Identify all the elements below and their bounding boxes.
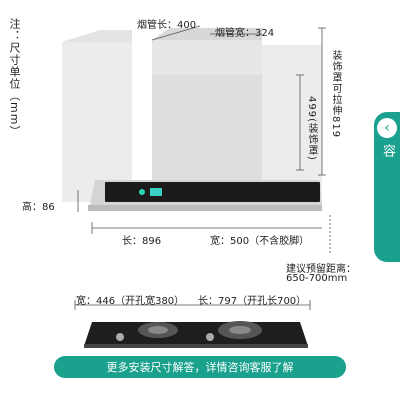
reserve-title: 建议预留距离：	[286, 264, 356, 275]
pipe-length-label: 烟管长：400	[137, 20, 197, 31]
height-label: 高：86	[22, 202, 55, 213]
unit-note: 注：尺寸单位（mm）	[8, 18, 21, 138]
chimney-shade	[152, 75, 262, 180]
cooktop-edge	[84, 344, 308, 348]
display-dot	[139, 189, 145, 195]
hood-panel	[105, 182, 320, 202]
hood-bottom	[88, 205, 322, 211]
display-strip	[150, 188, 162, 196]
length-label: 长：896	[122, 236, 162, 247]
cooktop-width-label: 宽：446（开孔宽380）	[76, 296, 185, 307]
pipe-width-label: 烟管宽：324	[215, 28, 275, 39]
swipe-more-tab[interactable]: ‹ 左滑查看更多内容	[374, 112, 400, 262]
consult-banner-text: 更多安装尺寸解答，详情咨询客服了解	[106, 361, 294, 374]
cover-extend-label: 装饰罩可拉伸819	[330, 50, 341, 139]
wall-panel-left	[62, 42, 132, 202]
chevron-left-icon: ‹	[377, 118, 397, 138]
width-label: 宽：500（不含胶脚）	[210, 236, 310, 247]
wall-panel-left-top	[62, 30, 132, 42]
wall-panel-right	[262, 45, 322, 200]
cover-height-label: 499(装饰罩)	[306, 96, 317, 161]
cooktop-length-label: 长：797（开孔长700）	[198, 296, 307, 307]
reserve-range: 650-700mm	[286, 273, 348, 284]
swipe-more-label: 左滑查看更多内容	[380, 144, 400, 249]
burner-right	[206, 321, 262, 341]
burner-left	[116, 322, 178, 341]
consult-banner[interactable]: 更多安装尺寸解答，详情咨询客服了解	[54, 356, 346, 378]
chimney-top	[152, 28, 262, 40]
